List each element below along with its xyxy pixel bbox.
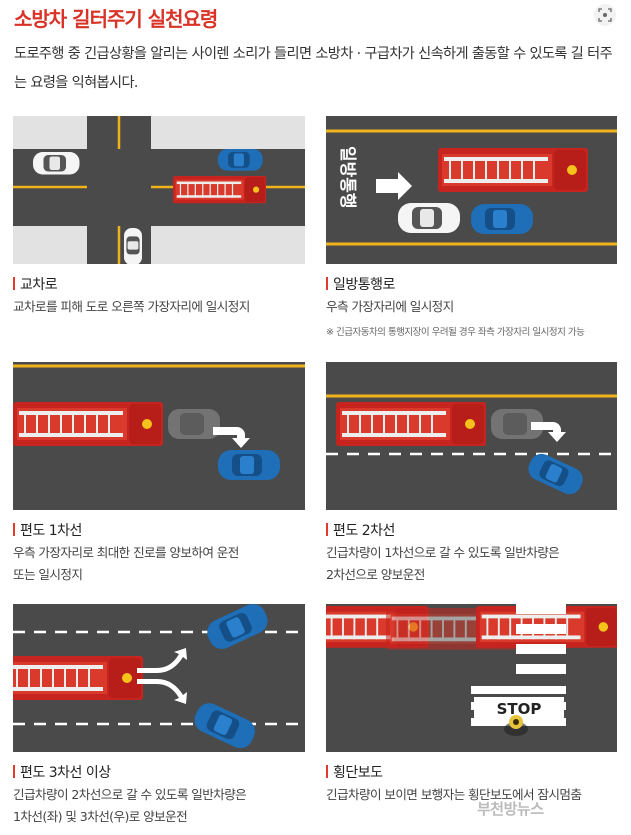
desc-line: 2차선으로 양보운전 (326, 567, 425, 582)
panel-title-text: 편도 1차선 (20, 523, 82, 539)
panel-title-text: 편도 2차선 (333, 523, 395, 539)
two-lane-illustration (326, 362, 617, 510)
title-bar-marker (13, 277, 15, 290)
panel-title-three-lane: 편도 3차선 이상 (13, 762, 111, 782)
intro-text: 도로주행 중 긴급상황을 알리는 사이렌 소리가 들리면 소방차 · 구급차가 … (14, 46, 613, 91)
desc-line: 긴급차량이 2차선으로 갈 수 있도록 일반차량은 (13, 787, 247, 802)
panel-desc-two-lane: 긴급차량이 1차선으로 갈 수 있도록 일반차량은 2차선으로 양보운전 (326, 542, 560, 586)
panel-title-crosswalk: 횡단보도 (326, 762, 383, 782)
desc-line: 또는 일시정지 (13, 567, 83, 582)
title-bar-marker (326, 277, 328, 290)
stop-sign-text: STOP (497, 700, 542, 718)
desc-line: 우측 가장자리에 일시정지 (326, 299, 454, 314)
panel-title-text: 교차로 (20, 277, 58, 293)
panel-title-two-lane: 편도 2차선 (326, 520, 395, 540)
panel-desc-crosswalk: 긴급차량이 보이면 보행자는 횡단보도에서 잠시멈춤 (326, 784, 582, 806)
panel-title-one-way: 일방통행로 (326, 274, 395, 294)
title-bar-marker (326, 523, 328, 536)
title-bar-marker (13, 523, 15, 536)
watermark: 부천방뉴스 (477, 800, 544, 818)
desc-line: 교차로를 피해 도로 오른쪽 가장자리에 일시정지 (13, 299, 250, 314)
panel-desc-one-lane: 우측 가장자리로 최대한 진로를 양보하여 운전 또는 일시정지 (13, 542, 239, 586)
road-marking-text: 일방통행 (337, 146, 357, 209)
panel-title-intersection: 교차로 (13, 274, 58, 294)
title-bar-marker (326, 765, 328, 778)
desc-line: 긴급차량이 보이면 보행자는 횡단보도에서 잠시멈춤 (326, 787, 582, 802)
lens-icon (598, 8, 612, 22)
one-way-illustration: 일방통행 (326, 116, 617, 264)
panel-desc-one-way: 우측 가장자리에 일시정지 (326, 296, 454, 318)
panel-title-text: 횡단보도 (333, 765, 383, 781)
image-search-button[interactable] (594, 4, 616, 26)
panel-note-one-way: ※ 긴급자동차의 통행지장이 우려될 경우 좌측 가장자리 일시정지 가능 (326, 327, 585, 338)
three-lane-illustration (13, 604, 305, 752)
desc-line: 긴급차량이 1차선으로 갈 수 있도록 일반차량은 (326, 545, 560, 560)
one-lane-illustration (13, 362, 305, 510)
panel-title-one-lane: 편도 1차선 (13, 520, 82, 540)
panel-desc-three-lane: 긴급차량이 2차선으로 갈 수 있도록 일반차량은 1차선(좌) 및 3차선(우… (13, 784, 247, 828)
intersection-illustration (13, 116, 305, 264)
title-bar-marker (13, 765, 15, 778)
panel-desc-intersection: 교차로를 피해 도로 오른쪽 가장자리에 일시정지 (13, 296, 250, 318)
page-title: 소방차 길터주기 실천요령 (14, 7, 218, 31)
crosswalk-illustration: STOP (326, 604, 617, 752)
desc-line: 우측 가장자리로 최대한 진로를 양보하여 운전 (13, 545, 239, 560)
panel-title-text: 일방통행로 (333, 277, 395, 293)
desc-line: 1차선(좌) 및 3차선(우)로 양보운전 (13, 809, 188, 824)
panel-title-text: 편도 3차선 이상 (20, 765, 111, 781)
